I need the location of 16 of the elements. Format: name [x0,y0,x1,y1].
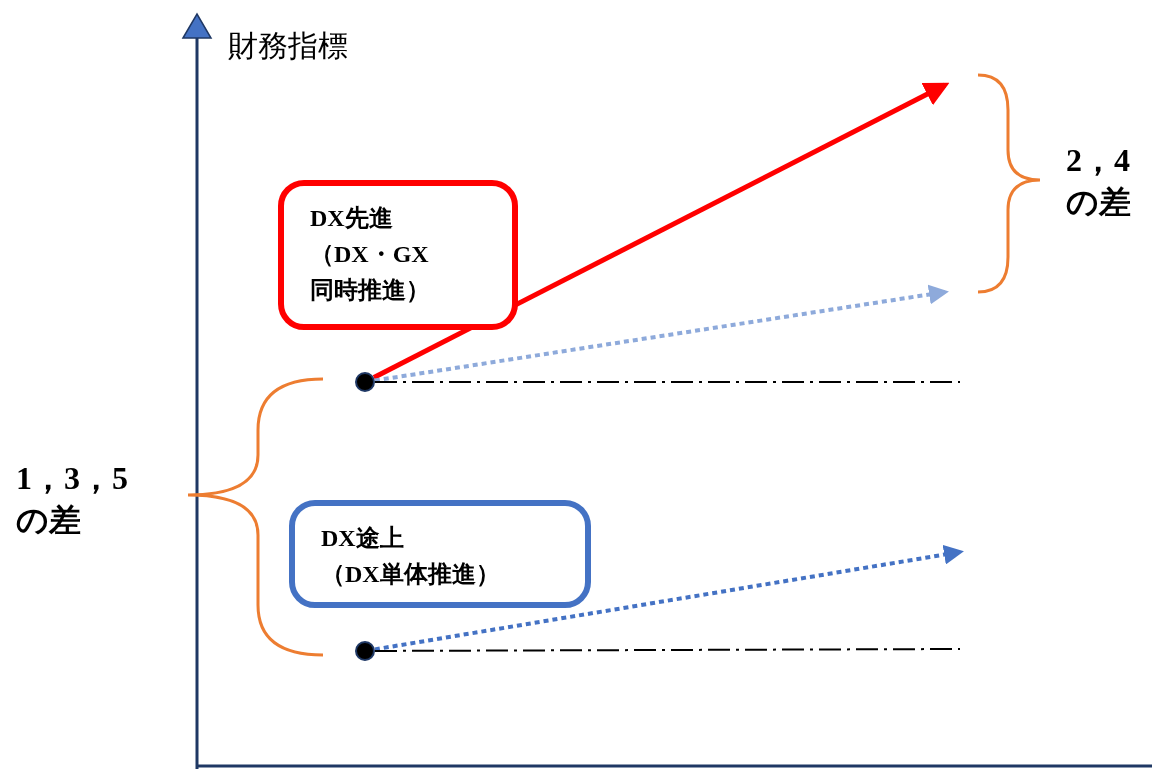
difference-label: 2，4の差 [1066,141,1132,222]
box-text: （DX単体推進） [321,560,501,589]
arrow [374,284,949,383]
reference-line [374,381,961,383]
callout-box [289,500,591,608]
box-heading: DX途上 [321,524,405,553]
arrow [374,544,964,652]
reference-line [374,648,961,652]
callout-box [278,180,518,330]
axis-label: 財務指標 [228,27,349,65]
arrow [372,82,950,380]
difference-label: 1，3，5の差 [16,459,129,540]
point-marker [355,372,375,392]
box-text: （DX・GX同時推進） [310,240,431,305]
box-heading: DX先進 [310,204,394,233]
point-marker [355,641,375,661]
